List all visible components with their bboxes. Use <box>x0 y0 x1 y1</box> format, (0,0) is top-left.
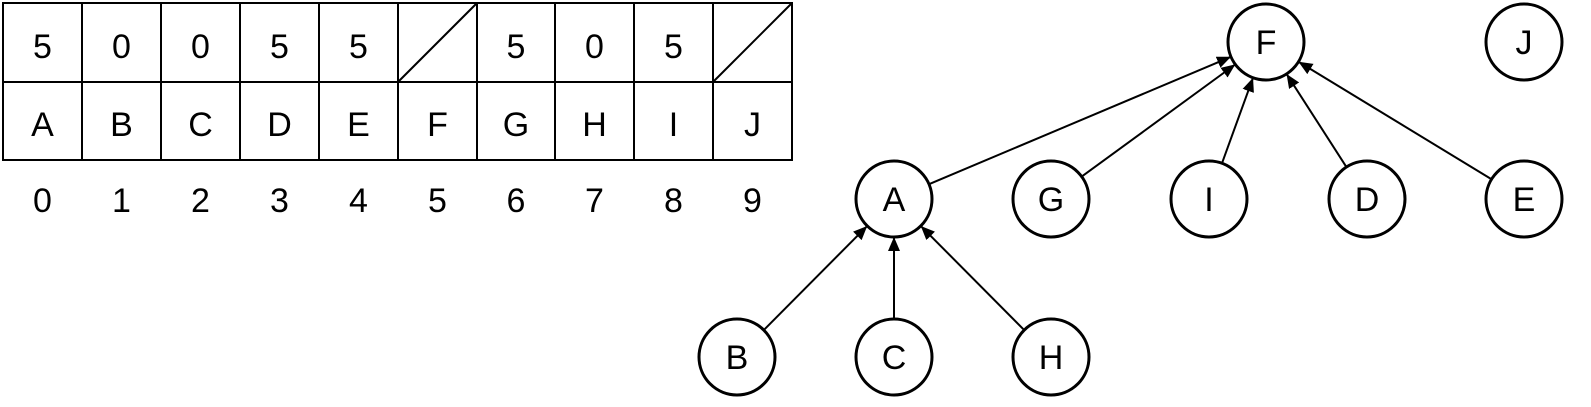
element-label: I <box>669 106 678 144</box>
element-cell <box>239 81 320 161</box>
node-label: C <box>882 339 907 377</box>
tree-node-i: I <box>1169 159 1249 239</box>
node-circle <box>854 159 934 239</box>
node-circle <box>1011 159 1091 239</box>
array-index-label: 2 <box>191 182 210 220</box>
parent-index-value: 5 <box>507 28 526 66</box>
array-index-label: 8 <box>664 182 683 220</box>
tree-node-j: J <box>1484 2 1564 82</box>
element-label: B <box>110 106 133 144</box>
parent-index-value: 5 <box>349 28 368 66</box>
element-label: E <box>347 106 370 144</box>
node-label: G <box>1038 181 1064 219</box>
node-label: I <box>1204 181 1213 219</box>
parent-index-value: 5 <box>664 28 683 66</box>
node-circle <box>1327 159 1407 239</box>
edge-i-to-f <box>1221 77 1254 164</box>
tree-node-f: F <box>1226 2 1306 82</box>
element-cell <box>318 81 399 161</box>
element-cell <box>554 81 635 161</box>
node-circle <box>1169 159 1249 239</box>
tree-node-g: G <box>1011 159 1091 239</box>
element-label: J <box>744 106 761 144</box>
array-index-label: 6 <box>507 182 526 220</box>
parent-index-value: 5 <box>270 28 289 66</box>
node-label: E <box>1513 181 1536 219</box>
node-label: A <box>883 181 906 219</box>
node-circle <box>697 317 777 397</box>
parent-index-value: 5 <box>33 28 52 66</box>
node-label: B <box>726 339 749 377</box>
array-index-label: 7 <box>585 182 604 220</box>
edge-e-to-f <box>1298 61 1493 181</box>
element-cell <box>712 81 793 161</box>
node-circle <box>1226 2 1306 82</box>
element-cell <box>2 81 83 161</box>
element-label: F <box>427 106 448 144</box>
edge-d-to-f <box>1286 73 1348 168</box>
element-label: G <box>503 106 529 144</box>
array-index-label: 9 <box>743 182 762 220</box>
tree-edges <box>763 56 1493 331</box>
array-index-label: 5 <box>428 182 447 220</box>
node-circle <box>854 317 934 397</box>
element-cell <box>476 81 556 161</box>
edge-h-to-a <box>920 225 1025 331</box>
element-cell <box>160 81 241 161</box>
array-index-label: 0 <box>33 182 52 220</box>
node-circle <box>1484 159 1564 239</box>
node-circle <box>1484 2 1564 82</box>
parent-cell <box>476 2 556 83</box>
parent-index-value: 0 <box>112 28 131 66</box>
element-label: A <box>31 106 54 144</box>
node-label: H <box>1039 339 1064 377</box>
tree-node-c: C <box>854 317 934 397</box>
element-label: H <box>582 106 607 144</box>
parent-cell <box>554 2 635 83</box>
tree-node-d: D <box>1327 159 1407 239</box>
node-label: J <box>1516 24 1533 62</box>
node-label: D <box>1355 181 1380 219</box>
edge-b-to-a <box>763 225 868 331</box>
element-label: D <box>267 106 292 144</box>
null-parent-slash <box>397 2 478 83</box>
edge-g-to-f <box>1081 64 1236 178</box>
element-label: C <box>188 106 213 144</box>
tree-node-b: B <box>697 317 777 397</box>
tree-node-e: E <box>1484 159 1564 239</box>
node-circle <box>1011 317 1091 397</box>
node-label: F <box>1256 24 1277 62</box>
array-index-label: 3 <box>270 182 289 220</box>
null-parent-slash <box>712 2 793 83</box>
parent-index-value: 0 <box>191 28 210 66</box>
tree-node-h: H <box>1011 317 1091 397</box>
array-index-label: 4 <box>349 182 368 220</box>
element-cell <box>633 81 714 161</box>
parent-index-value: 0 <box>585 28 604 66</box>
parent-cell <box>2 2 83 83</box>
tree-node-a: A <box>854 159 934 239</box>
array-index-label: 1 <box>112 182 131 220</box>
edge-a-to-f <box>928 56 1231 186</box>
tree-nodes: F J A G I D E B C H <box>697 2 1564 397</box>
